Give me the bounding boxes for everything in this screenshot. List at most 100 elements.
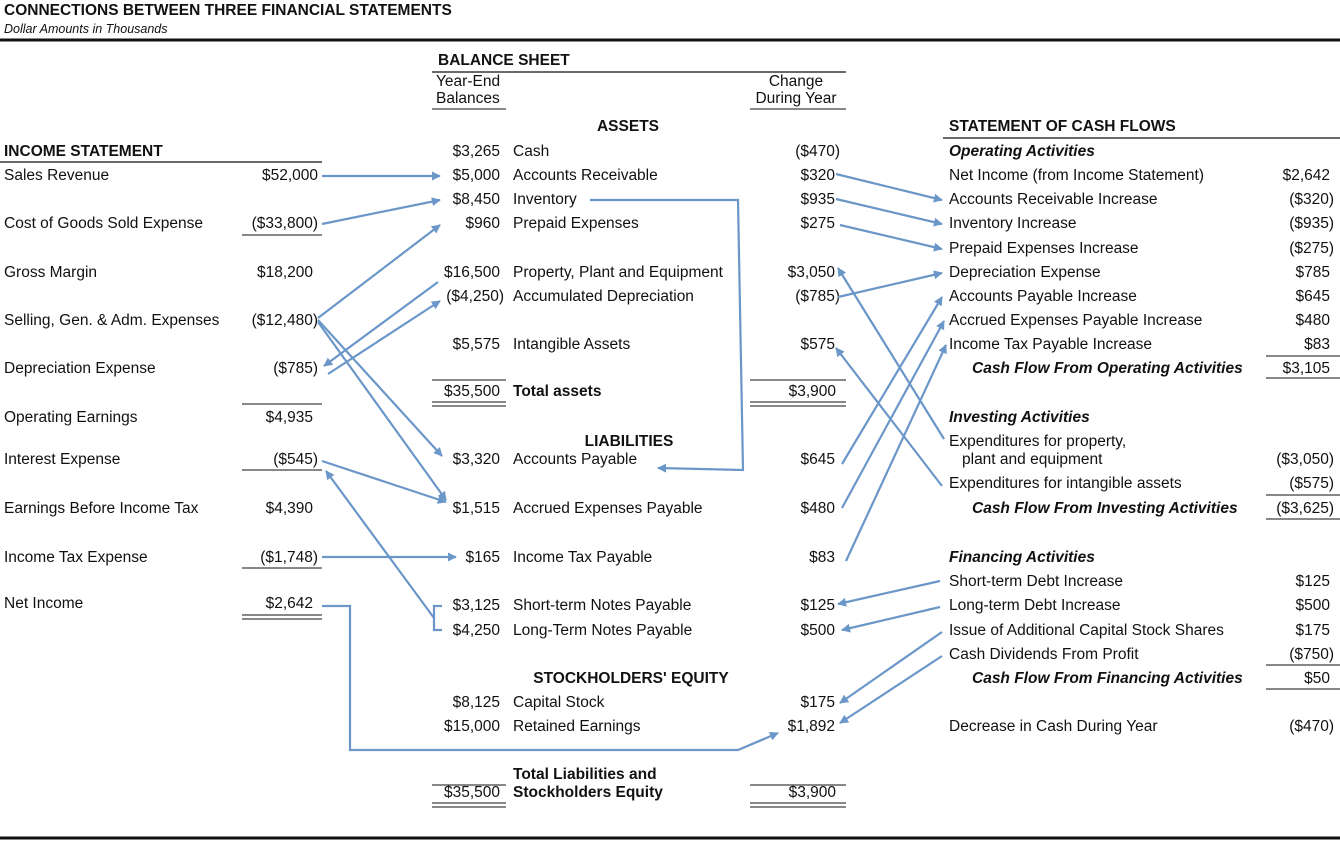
liabilities-title: LIABILITIES — [584, 433, 674, 450]
cf-label-ar: Accounts Receivable Increase — [949, 191, 1158, 208]
bs-col-year-end-1: Year-End — [436, 73, 501, 90]
bs-label-total-assets: Total assets — [513, 383, 602, 400]
is-label-net-income: Net Income — [4, 595, 84, 612]
arrow-notes-to-interest-head — [325, 470, 435, 619]
cf-value-financing-total: $50 — [1304, 670, 1330, 687]
arrow-shortdebt-to-bs — [837, 579, 941, 607]
is-value-ebt: $4,390 — [265, 500, 313, 517]
cf-label-long-debt: Long-term Debt Increase — [949, 597, 1121, 614]
page-subtitle: Dollar Amounts in Thousands — [4, 22, 168, 36]
bs-change-cash: ($470) — [795, 143, 840, 160]
bs-label-capital-stock: Capital Stock — [513, 694, 605, 711]
bs-balance-prepaid: $960 — [465, 215, 500, 232]
bs-balance-ppe: $16,500 — [443, 264, 500, 281]
is-label-depreciation: Depreciation Expense — [4, 360, 156, 377]
assets-title: ASSETS — [596, 118, 659, 135]
bs-balance-inventory: $8,450 — [452, 191, 500, 208]
is-label-income-tax: Income Tax Expense — [4, 549, 148, 566]
bs-label-short-notes: Short-term Notes Payable — [513, 597, 692, 614]
bs-change-accrued: $480 — [800, 500, 835, 517]
bs-col-change-2: During Year — [755, 90, 837, 107]
bs-change-short-notes: $125 — [800, 597, 835, 614]
cf-value-net-income: $2,642 — [1282, 167, 1330, 184]
bs-balance-accrued: $1,515 — [452, 500, 500, 517]
bs-label-prepaid: Prepaid Expenses — [513, 215, 639, 232]
cf-value-short-debt: $125 — [1295, 573, 1330, 590]
is-label-gross-margin: Gross Margin — [4, 264, 98, 281]
arrow-intangible-to-cf — [835, 347, 943, 487]
cf-value-ap: $645 — [1295, 288, 1330, 305]
bs-balance-total-le: $35,500 — [443, 784, 500, 801]
arrow-dep-to-accdep — [327, 300, 441, 375]
cf-label-ap: Accounts Payable Increase — [949, 288, 1137, 305]
is-label-ebt: Earnings Before Income Tax — [4, 500, 199, 517]
income-statement-title: INCOME STATEMENT — [4, 143, 163, 160]
is-label-interest: Interest Expense — [4, 451, 121, 468]
bs-change-long-notes: $500 — [800, 622, 835, 639]
arrow-interest-to-accrued — [321, 459, 447, 504]
cf-value-long-debt: $500 — [1295, 597, 1330, 614]
cf-value-ar: ($320) — [1289, 191, 1334, 208]
arrow-sga-to-accrued — [317, 321, 447, 501]
cf-label-dividends: Cash Dividends From Profit — [949, 646, 1139, 663]
cf-value-dividends: ($750) — [1289, 646, 1334, 663]
cash-flows-title: STATEMENT OF CASH FLOWS — [949, 118, 1176, 135]
cf-value-inventory: ($935) — [1289, 215, 1334, 232]
cf-label-operating-total: Cash Flow From Operating Activities — [972, 360, 1243, 377]
bs-label-ar: Accounts Receivable — [513, 167, 658, 184]
bs-balance-total-assets: $35,500 — [443, 383, 500, 400]
cf-value-operating-total: $3,105 — [1282, 360, 1330, 377]
is-value-operating-earnings: $4,935 — [265, 409, 313, 426]
cf-label-capital-stock: Issue of Additional Capital Stock Shares — [949, 622, 1224, 639]
is-value-gross-margin: $18,200 — [256, 264, 313, 281]
bs-change-ar: $320 — [800, 167, 835, 184]
cf-label-capex-2: plant and equipment — [962, 451, 1103, 468]
is-label-sales-revenue: Sales Revenue — [4, 167, 110, 184]
arrow-accrued-to-cf — [841, 320, 945, 509]
arrow-ap-to-cf — [841, 296, 943, 465]
cf-value-decrease: ($470) — [1289, 718, 1334, 735]
financing-title: Financing Activities — [949, 549, 1095, 566]
cf-label-financing-total: Cash Flow From Financing Activities — [972, 670, 1243, 687]
bs-balance-ar: $5,000 — [452, 167, 500, 184]
bs-change-income-tax: $83 — [809, 549, 835, 566]
cf-value-depreciation: $785 — [1295, 264, 1330, 281]
bs-balance-long-notes: $4,250 — [452, 622, 500, 639]
page-title: CONNECTIONS BETWEEN THREE FINANCIAL STAT… — [4, 2, 452, 19]
bs-label-total-le-2: Stockholders Equity — [513, 784, 663, 801]
bs-change-capital-stock: $175 — [800, 694, 835, 711]
cf-value-capital-stock: $175 — [1295, 622, 1330, 639]
bs-balance-ap: $3,320 — [452, 451, 500, 468]
arrow-inv-to-cf — [835, 197, 943, 227]
arrow-notes-to-interest — [432, 604, 442, 632]
investing-title: Investing Activities — [949, 409, 1090, 426]
cf-label-intangible: Expenditures for intangible assets — [949, 475, 1182, 492]
arrow-div-to-re — [839, 655, 943, 724]
arrow-accdep-to-cf — [837, 270, 943, 299]
is-label-sga: Selling, Gen. & Adm. Expenses — [4, 312, 220, 329]
is-value-interest: ($545) — [273, 451, 318, 468]
bs-change-total-assets: $3,900 — [788, 383, 836, 400]
bs-label-acc-dep: Accumulated Depreciation — [513, 288, 694, 305]
arrow-sga-to-ap — [317, 319, 443, 457]
cf-label-short-debt: Short-term Debt Increase — [949, 573, 1124, 590]
is-value-cogs: ($33,800) — [251, 215, 318, 232]
cf-value-prepaid: ($275) — [1289, 240, 1334, 257]
bs-label-total-le-1: Total Liabilities and — [513, 766, 657, 783]
equity-title: STOCKHOLDERS' EQUITY — [533, 670, 729, 687]
bs-balance-income-tax: $165 — [465, 549, 500, 566]
cf-value-capex: ($3,050) — [1276, 451, 1334, 468]
arrow-cogs-to-inventory — [321, 197, 441, 226]
is-label-operating-earnings: Operating Earnings — [4, 409, 138, 426]
bs-label-inventory: Inventory — [513, 191, 577, 208]
cf-value-intangible: ($575) — [1289, 475, 1334, 492]
cf-label-net-income: Net Income (from Income Statement) — [949, 167, 1204, 184]
bs-label-cash: Cash — [513, 143, 550, 160]
bs-label-ppe: Property, Plant and Equipment — [513, 264, 723, 281]
cf-label-prepaid: Prepaid Expenses Increase — [949, 240, 1139, 257]
balance-sheet-title: BALANCE SHEET — [438, 52, 570, 69]
bs-change-acc-dep: ($785) — [795, 288, 840, 305]
cf-label-investing-total: Cash Flow From Investing Activities — [972, 500, 1238, 517]
cf-label-depreciation: Depreciation Expense — [949, 264, 1101, 281]
